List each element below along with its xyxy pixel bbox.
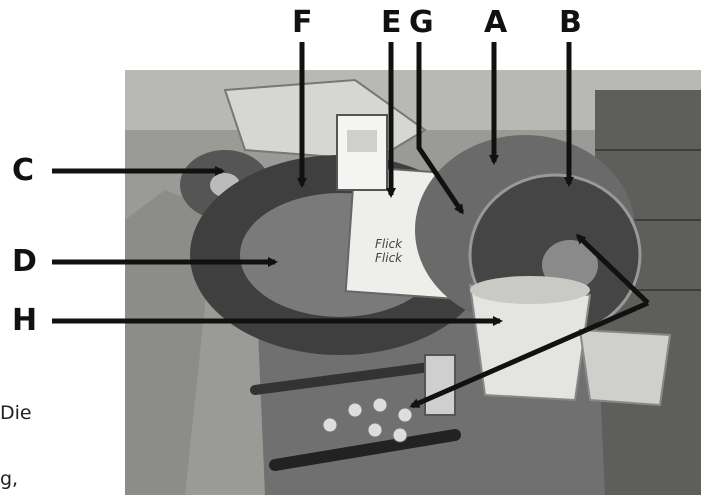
photo-illustration: Flick Flick — [125, 70, 701, 495]
photo-wheel-repair: Flick Flick — [125, 70, 701, 495]
pressure-gauge-display — [347, 130, 377, 152]
label-b: B — [559, 5, 582, 40]
package-text-2: Flick — [375, 251, 403, 265]
socket-wrench — [424, 354, 456, 416]
label-e: E — [381, 5, 402, 40]
cropped-side-text-2: g, — [0, 468, 19, 490]
label-c: C — [12, 153, 35, 188]
cropped-side-text-1: Die — [0, 402, 32, 424]
package-text-1: Flick — [375, 237, 403, 251]
second-bucket — [578, 328, 672, 407]
label-f: F — [292, 5, 313, 40]
bolts-and-nuts — [322, 397, 413, 443]
label-h: H — [12, 303, 38, 338]
label-g: G — [409, 5, 434, 40]
pressure-gauge — [336, 114, 388, 191]
screwdriver — [269, 429, 461, 471]
label-a: A — [484, 5, 508, 40]
label-d: D — [12, 244, 37, 279]
bucket-rim — [470, 276, 590, 304]
